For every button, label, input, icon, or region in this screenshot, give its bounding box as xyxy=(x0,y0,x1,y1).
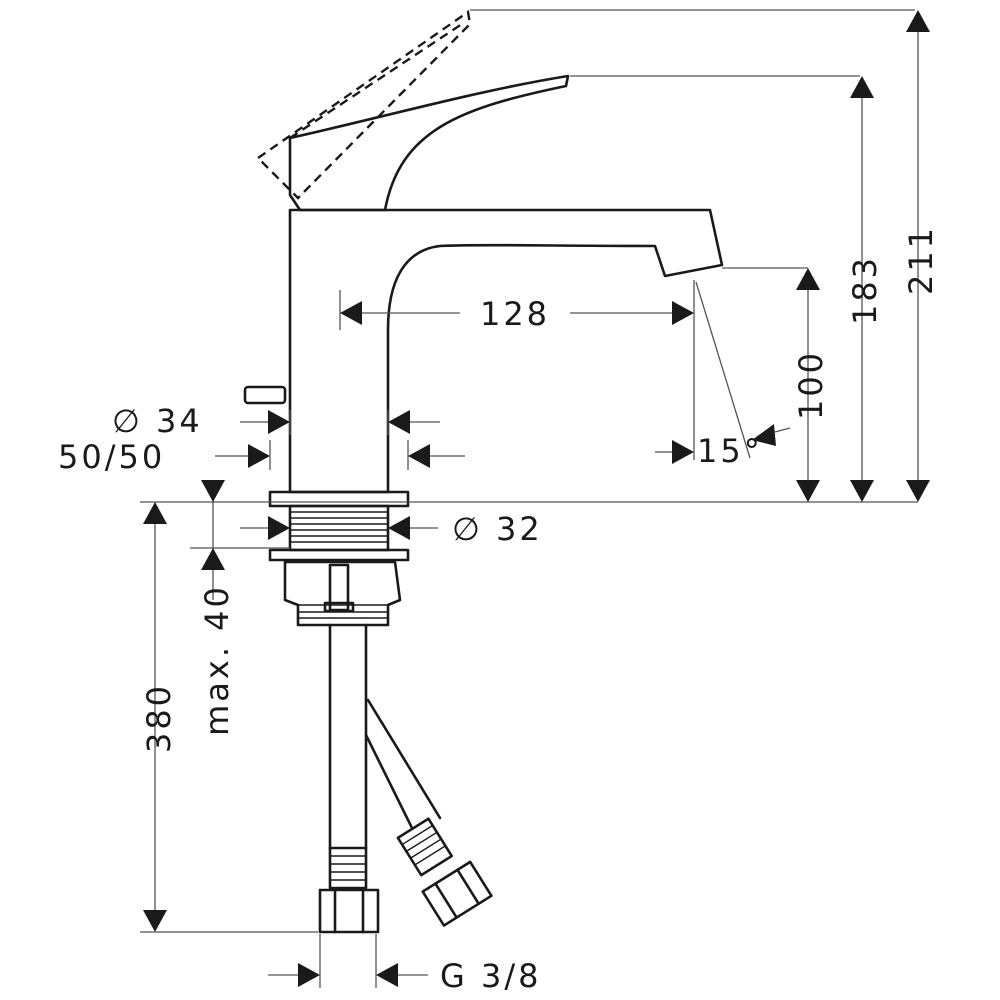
label-hose-length: 380 xyxy=(140,683,178,753)
label-height-lever: 183 xyxy=(846,255,884,325)
hose-nut-straight xyxy=(318,888,380,934)
hose-crimp-angled xyxy=(396,817,454,877)
label-max-thickness: max. 40 xyxy=(198,584,236,736)
lever-raised-inner xyxy=(289,22,463,140)
pop-up-knob xyxy=(243,385,287,405)
hose-nut-angled xyxy=(421,860,493,927)
label-height-total: 211 xyxy=(902,225,940,295)
label-body-diameter: ∅ 34 xyxy=(112,402,203,440)
hose-crimp-straight xyxy=(328,846,368,890)
label-spout-reach: 128 xyxy=(480,295,550,333)
label-height-outlet: 100 xyxy=(792,350,830,420)
label-connection: G 3/8 xyxy=(440,957,541,995)
thread-lines xyxy=(290,511,388,543)
base-flange xyxy=(268,490,410,508)
label-thread-diameter: ∅ 32 xyxy=(452,510,543,548)
label-angle: 15° xyxy=(697,432,763,470)
washer xyxy=(268,548,410,562)
faucet-outline xyxy=(243,9,724,934)
label-base-size: 50/50 xyxy=(58,438,165,476)
dimension-lines xyxy=(140,9,930,988)
supply-hose-straight xyxy=(328,623,368,850)
lever-handle xyxy=(288,74,570,212)
supply-hose-angled xyxy=(364,698,442,830)
dimension-labels: 128 211 183 100 15° ∅ 34 50/50 ∅ 32 max.… xyxy=(58,225,940,995)
faucet-body-spout xyxy=(288,208,724,494)
lever-raised-outline xyxy=(256,9,472,200)
mounting-nut xyxy=(283,560,402,627)
